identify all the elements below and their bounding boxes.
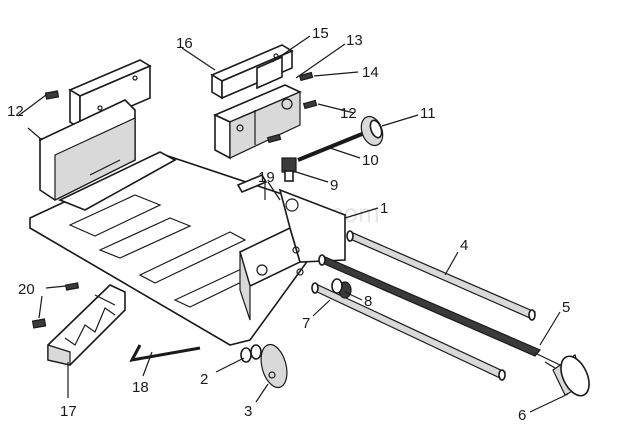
- callout-1: 1: [380, 200, 388, 217]
- part-19-pin: [236, 173, 268, 194]
- callout-12-left: 12: [7, 103, 24, 120]
- part-4-rod: [346, 230, 536, 321]
- part-10-handle-bar: [297, 132, 363, 162]
- callout-5: 5: [562, 299, 570, 316]
- part-1-vise-base: [29, 99, 347, 346]
- part-9-pivot: [281, 157, 297, 182]
- part-6-end-knob: [544, 354, 590, 397]
- callout-14: 14: [362, 64, 379, 81]
- callout-16: 16: [176, 35, 193, 52]
- callout-17: 17: [60, 403, 77, 420]
- part-20-screws: [31, 282, 80, 329]
- callout-10: 10: [362, 152, 379, 169]
- part-17-v-block: [47, 284, 126, 366]
- callout-6: 6: [518, 407, 526, 424]
- callout-8: 8: [364, 293, 372, 310]
- callout-4: 4: [460, 237, 468, 254]
- callout-9: 9: [330, 177, 338, 194]
- callout-12-right: 12: [340, 105, 357, 122]
- callout-11: 11: [420, 105, 436, 122]
- callout-7: 7: [302, 315, 310, 332]
- part-18-hex-key: [129, 344, 201, 363]
- callout-2: 2: [200, 371, 208, 388]
- part-11-handle-knob: [360, 115, 384, 147]
- callout-labels: 16 15 13 14 12 12 11 10 9 19 1 4 5 6 8 7…: [7, 25, 570, 424]
- callout-19: 19: [258, 169, 275, 186]
- callout-15: 15: [312, 25, 329, 42]
- part-14-screw: [298, 71, 314, 82]
- part-2-washers: [240, 344, 262, 363]
- callout-3: 3: [244, 403, 252, 420]
- part-13-movable-jaw: [213, 84, 302, 160]
- part-5-lead-screw: [318, 254, 561, 366]
- callout-18: 18: [132, 379, 149, 396]
- leader-lines: [17, 35, 569, 413]
- part-7-rod: [311, 282, 506, 381]
- callout-13: 13: [346, 32, 363, 49]
- part-12-screw-right: [266, 99, 318, 144]
- callout-20: 20: [18, 281, 35, 298]
- part-3-disc: [260, 343, 288, 389]
